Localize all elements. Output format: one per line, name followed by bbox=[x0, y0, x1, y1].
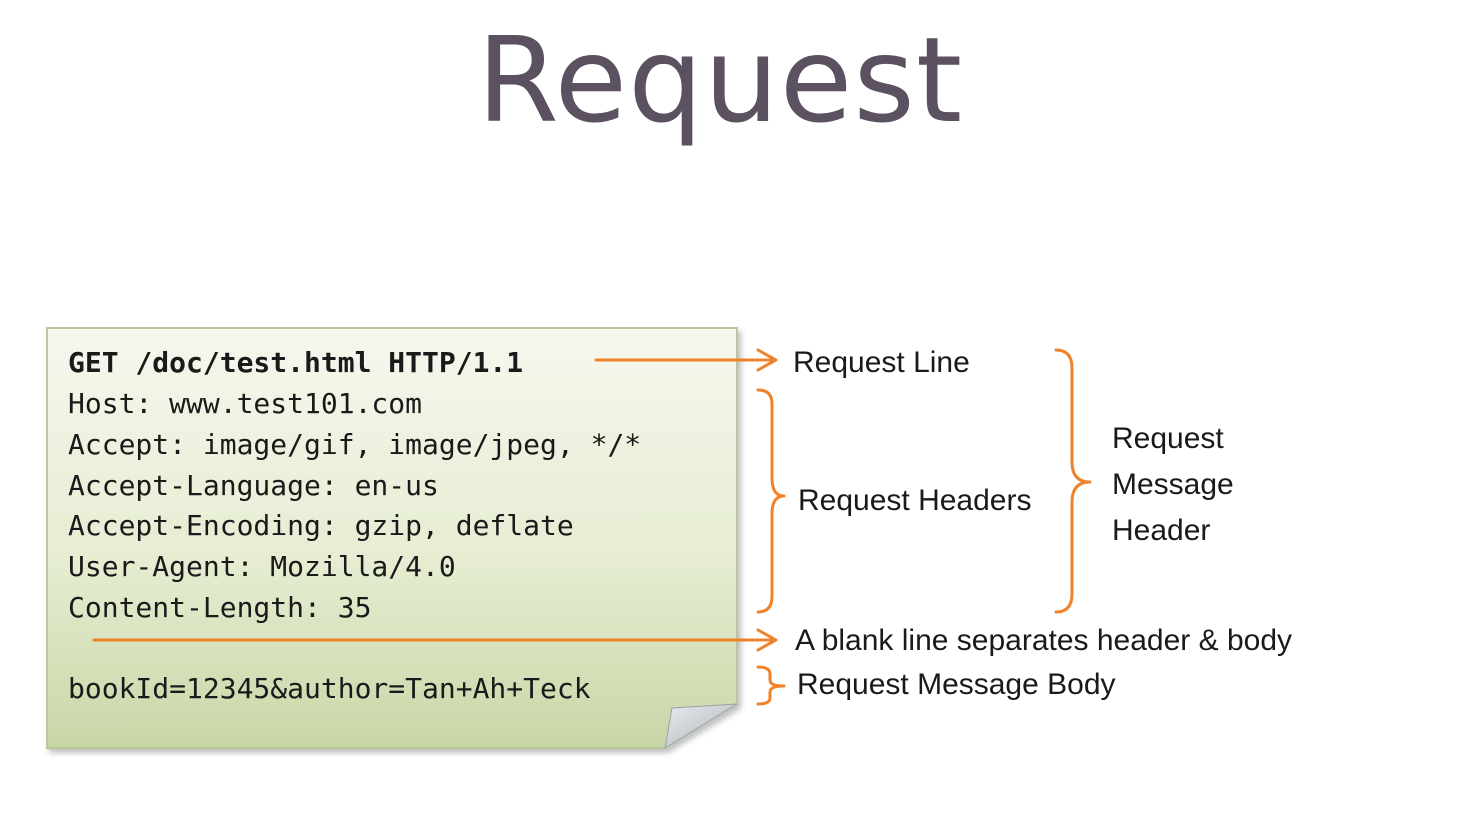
request-headers-brace bbox=[756, 388, 786, 614]
request-note: GET /doc/test.html HTTP/1.1 Host: www.te… bbox=[46, 327, 738, 750]
message-header-label-line2: Message bbox=[1112, 468, 1234, 501]
note-fold bbox=[664, 703, 738, 750]
request-headers-label: Request Headers bbox=[798, 484, 1031, 517]
header-line: Accept: image/gif, image/jpeg, */* bbox=[68, 428, 641, 461]
message-body-label: Request Message Body bbox=[797, 668, 1116, 701]
slide-title: Request bbox=[476, 11, 964, 149]
header-line: Content-Length: 35 bbox=[68, 591, 371, 624]
header-line: User-Agent: Mozilla/4.0 bbox=[68, 550, 456, 583]
message-body-brace bbox=[756, 665, 786, 706]
blank-line-arrow bbox=[92, 628, 778, 652]
message-header-label-line1: Request bbox=[1112, 422, 1224, 455]
request-line-label: Request Line bbox=[793, 346, 970, 379]
message-header-label-line3: Header bbox=[1112, 514, 1210, 547]
header-line: Accept-Language: en-us bbox=[68, 469, 439, 502]
header-line: Accept-Encoding: gzip, deflate bbox=[68, 509, 574, 542]
blank-line-label: A blank line separates header & body bbox=[795, 624, 1292, 657]
request-line-text: GET /doc/test.html HTTP/1.1 bbox=[68, 346, 523, 379]
request-line-arrow bbox=[594, 348, 778, 372]
message-header-brace bbox=[1054, 348, 1092, 614]
message-body-text: bookId=12345&author=Tan+Ah+Teck bbox=[68, 672, 591, 705]
header-line: Host: www.test101.com bbox=[68, 387, 422, 420]
